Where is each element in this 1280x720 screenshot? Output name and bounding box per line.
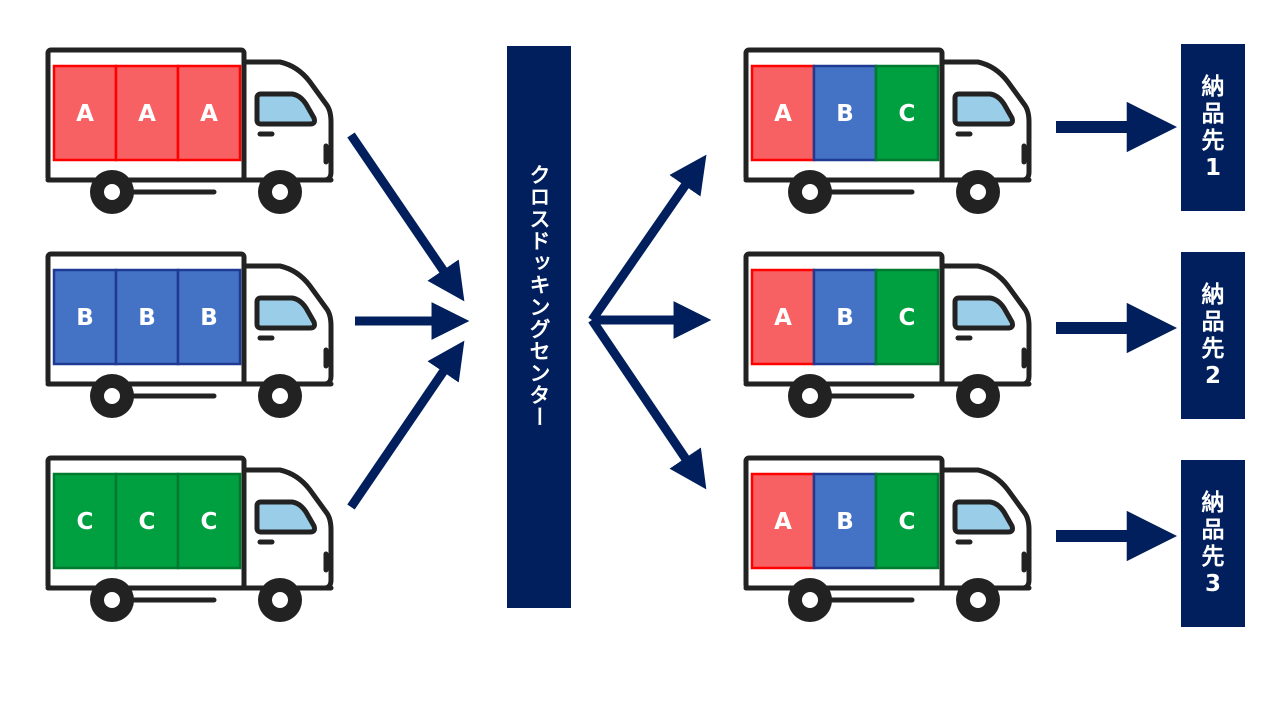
cargo-label: B	[138, 305, 156, 331]
destination-char: 先	[1201, 543, 1225, 570]
outbound-arrow-1	[588, 154, 707, 323]
cargo-box	[874, 64, 940, 162]
truck-hubcap	[802, 388, 818, 404]
cargo-label: A	[774, 305, 792, 331]
truck-hubcap	[272, 184, 288, 200]
truck-hubcap	[272, 592, 288, 608]
outbound-truck-3: A B C	[743, 455, 1032, 622]
cargo-box	[750, 268, 816, 366]
truck-hubcap	[970, 184, 986, 200]
destination-char: 納	[1201, 489, 1225, 516]
cargo-box	[176, 472, 242, 570]
cargo-label: A	[76, 101, 94, 127]
destination-2: 納 品 先 2	[1181, 252, 1245, 419]
inbound-arrow-c	[347, 340, 465, 510]
cargo-label: C	[899, 509, 916, 535]
cargo-label: B	[836, 101, 854, 127]
outbound-truck-2: A B C	[743, 251, 1032, 418]
destination-char: 品	[1201, 308, 1225, 335]
cargo-label: C	[899, 305, 916, 331]
truck-window	[254, 295, 317, 331]
cargo-box	[874, 472, 940, 570]
cargo-label: A	[200, 101, 218, 127]
cargo-label: C	[899, 101, 916, 127]
destination-char: 先	[1201, 335, 1225, 362]
cargo-label: C	[77, 509, 94, 535]
truck-window	[952, 499, 1015, 535]
cargo-box	[812, 64, 878, 162]
inbound-arrow-a	[347, 132, 465, 302]
cargo-label: B	[200, 305, 218, 331]
cargo-box	[812, 472, 878, 570]
cross-docking-center: クロスドッキングセンター	[507, 46, 571, 608]
cargo-box	[114, 472, 180, 570]
truck-window	[254, 499, 317, 535]
cargo-label: C	[139, 509, 156, 535]
cargo-label: B	[836, 509, 854, 535]
cargo-label: A	[774, 509, 792, 535]
cargo-box	[874, 268, 940, 366]
outbound-truck-1: A B C	[743, 47, 1032, 214]
cargo-box	[52, 472, 118, 570]
truck-hubcap	[970, 592, 986, 608]
cargo-label: A	[774, 101, 792, 127]
truck-hubcap	[104, 592, 120, 608]
destination-char: 納	[1201, 281, 1225, 308]
cargo-box	[176, 268, 242, 366]
truck-hubcap	[272, 388, 288, 404]
truck-window	[254, 91, 317, 127]
truck-hubcap	[104, 388, 120, 404]
destination-3: 納 品 先 3	[1181, 460, 1245, 627]
destination-char: 先	[1201, 127, 1225, 154]
destination-1: 納 品 先 1	[1181, 44, 1245, 211]
truck-hubcap	[802, 184, 818, 200]
destination-char: 品	[1201, 100, 1225, 127]
cargo-label: A	[138, 101, 156, 127]
destination-char: 品	[1201, 516, 1225, 543]
destination-number: 2	[1204, 362, 1221, 389]
cargo-box	[750, 64, 816, 162]
cargo-label: C	[201, 509, 218, 535]
cargo-label: B	[76, 305, 94, 331]
destination-number: 3	[1204, 570, 1221, 597]
truck-window	[952, 91, 1015, 127]
cargo-label: B	[836, 305, 854, 331]
destination-char: 納	[1201, 73, 1225, 100]
truck-hubcap	[104, 184, 120, 200]
truck-hubcap	[970, 388, 986, 404]
outbound-arrow-3	[588, 317, 707, 490]
truck-hubcap	[802, 592, 818, 608]
destination-number: 1	[1204, 154, 1221, 181]
cargo-box	[176, 64, 242, 162]
cargo-box	[52, 64, 118, 162]
truck-window	[952, 295, 1015, 331]
cargo-box	[114, 268, 180, 366]
cross-docking-center-label: クロスドッキングセンター	[527, 164, 551, 428]
